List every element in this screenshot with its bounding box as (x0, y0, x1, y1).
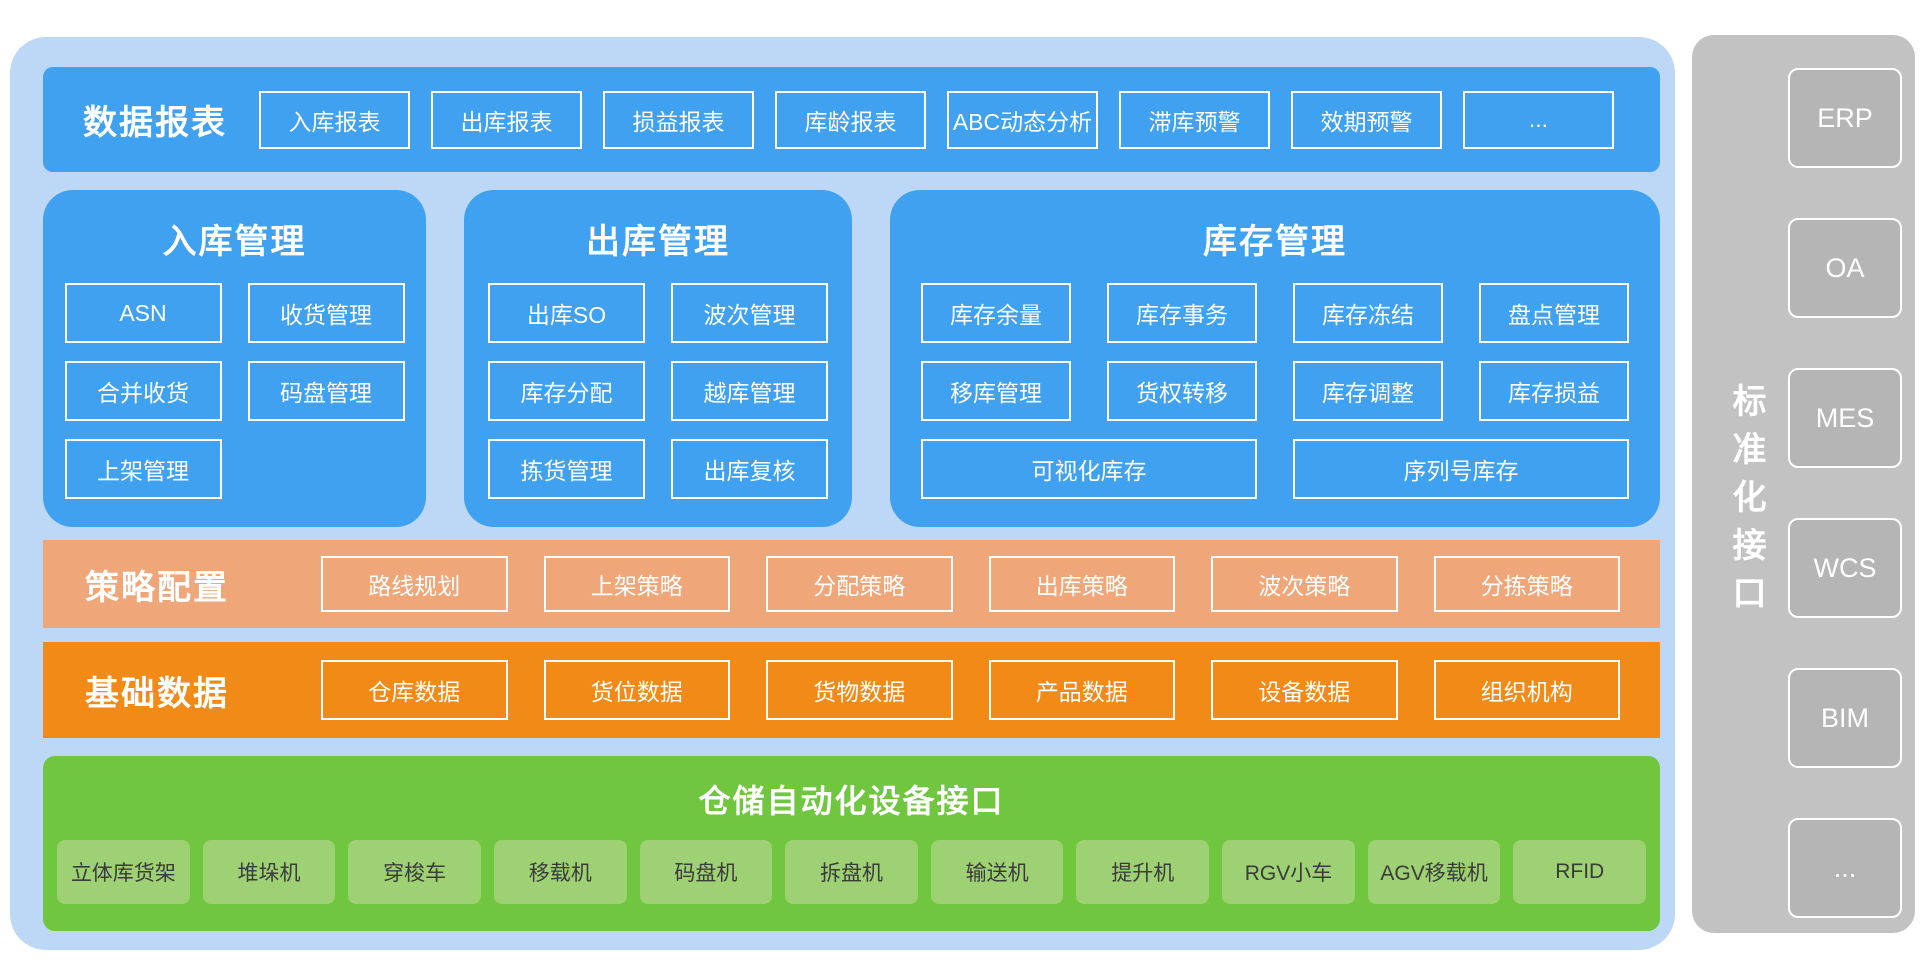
module-chip: 出库复核 (671, 439, 828, 499)
module-chip: 拣货管理 (488, 439, 645, 499)
strategy-row: 策略配置 路线规划上架策略分配策略出库策略波次策略分拣策略 (43, 540, 1660, 628)
panel-inbound: 入库管理 ASN 收货管理合并收货码盘管理上架管理 (43, 190, 426, 527)
report-chip: 效期预警 (1291, 90, 1442, 149)
sidebar-interface-item: OA (1788, 218, 1902, 318)
module-chip: 库存事务 (1107, 283, 1257, 343)
module-chip: 库存冻结 (1293, 283, 1443, 343)
module-chip: 合并收货 (64, 361, 222, 421)
module-chip: 越库管理 (671, 361, 828, 421)
base-data-chip-list: 仓库数据货位数据货物数据产品数据设备数据组织机构 (321, 660, 1620, 720)
device-chip: 提升机 (1076, 840, 1210, 904)
panel-inbound-modules: ASN 收货管理合并收货码盘管理上架管理 (64, 283, 405, 499)
device-chip: 移载机 (493, 840, 627, 904)
sidebar-title-vertical: 标准化接口 (1727, 383, 1765, 624)
reports-bar: 数据报表 入库报表出库报表损益报表库龄报表 ABC动态分析滞库预警效期预警... (43, 67, 1660, 172)
module-chip: 码盘管理 (247, 361, 405, 421)
device-chip: 堆垛机 (202, 840, 336, 904)
strategy-chip: 分拣策略 (1433, 556, 1620, 612)
strategy-chip: 分配策略 (766, 556, 953, 612)
device-chip: RFID (1513, 840, 1647, 904)
report-chip: 滞库预警 (1119, 90, 1270, 149)
module-chip-wide: 序列号库存 (1293, 439, 1629, 499)
module-chip: 波次管理 (671, 283, 828, 343)
module-chip-wide: 可视化库存 (921, 439, 1257, 499)
panel-inbound-title: 入库管理 (162, 223, 307, 261)
sidebar-interface-item: WCS (1788, 518, 1902, 618)
report-chip: ABC动态分析 (947, 90, 1098, 149)
module-chip: 盘点管理 (1479, 283, 1629, 343)
reports-title: 数据报表 (83, 104, 227, 142)
module-chip: 出库SO (488, 283, 645, 343)
strategy-title: 策略配置 (85, 568, 229, 607)
report-chip: 库龄报表 (775, 90, 926, 149)
reports-chip-list: 入库报表出库报表损益报表库龄报表 ABC动态分析滞库预警效期预警... (259, 90, 1614, 149)
base-data-row: 基础数据 仓库数据货位数据货物数据产品数据设备数据组织机构 (43, 642, 1660, 738)
base-data-chip: 货位数据 (543, 660, 730, 720)
strategy-chip: 波次策略 (1211, 556, 1398, 612)
module-chip: 移库管理 (921, 361, 1071, 421)
sidebar-interface-item: BIM (1788, 668, 1902, 768)
panel-outbound-modules: 出库SO 波次管理库存分配越库管理拣货管理出库复核 (488, 283, 828, 499)
device-chip: RGV小车 (1222, 840, 1355, 904)
module-chip: 库存余量 (921, 283, 1071, 343)
strategy-chip: 路线规划 (321, 556, 508, 612)
device-chip: 输送机 (930, 840, 1064, 904)
panel-inventory-modules: 库存余量库存事务库存冻结盘点管理移库管理货权转移库存调整库存损益 可视化库存序列… (921, 283, 1629, 499)
strategy-chip: 出库策略 (988, 556, 1175, 612)
module-chip: 库存损益 (1479, 361, 1629, 421)
device-chip: 立体库货架 (57, 840, 190, 904)
sidebar-standard-interfaces: 标准化接口 ERP OA MES WCS BIM... (1692, 35, 1915, 933)
module-chip: 收货管理 (247, 283, 405, 343)
module-chip: 库存分配 (488, 361, 645, 421)
module-chip: 上架管理 (64, 439, 222, 499)
panel-outbound: 出库管理 出库SO 波次管理库存分配越库管理拣货管理出库复核 (464, 190, 852, 527)
report-chip: 损益报表 (603, 90, 754, 149)
panel-inventory: 库存管理 库存余量库存事务库存冻结盘点管理移库管理货权转移库存调整库存损益 可视… (890, 190, 1660, 527)
base-data-chip: 仓库数据 (321, 660, 508, 720)
base-data-title: 基础数据 (85, 674, 229, 713)
module-chip: ASN (64, 283, 222, 343)
device-chip: AGV移载机 (1367, 840, 1501, 904)
base-data-chip: 设备数据 (1211, 660, 1398, 720)
report-chip: 出库报表 (431, 90, 582, 149)
report-chip: ... (1463, 90, 1614, 149)
device-chip: 拆盘机 (785, 840, 918, 904)
strategy-chip-list: 路线规划上架策略分配策略出库策略波次策略分拣策略 (321, 556, 1620, 612)
sidebar-interface-item: ERP (1788, 68, 1902, 168)
panel-inventory-title: 库存管理 (1203, 223, 1347, 261)
sidebar-interface-item: ... (1788, 818, 1902, 918)
device-chip: 码盘机 (639, 840, 773, 904)
module-chip: 库存调整 (1293, 361, 1443, 421)
device-chip: 穿梭车 (348, 840, 481, 904)
module-chip: 货权转移 (1107, 361, 1257, 421)
automation-title: 仓储自动化设备接口 (698, 783, 1005, 819)
report-chip: 入库报表 (259, 90, 410, 149)
base-data-chip: 组织机构 (1433, 660, 1620, 720)
base-data-chip: 货物数据 (766, 660, 953, 720)
base-data-chip: 产品数据 (988, 660, 1175, 720)
sidebar-interface-item: MES (1788, 368, 1902, 468)
strategy-chip: 上架策略 (543, 556, 730, 612)
panel-outbound-title: 出库管理 (586, 223, 730, 261)
